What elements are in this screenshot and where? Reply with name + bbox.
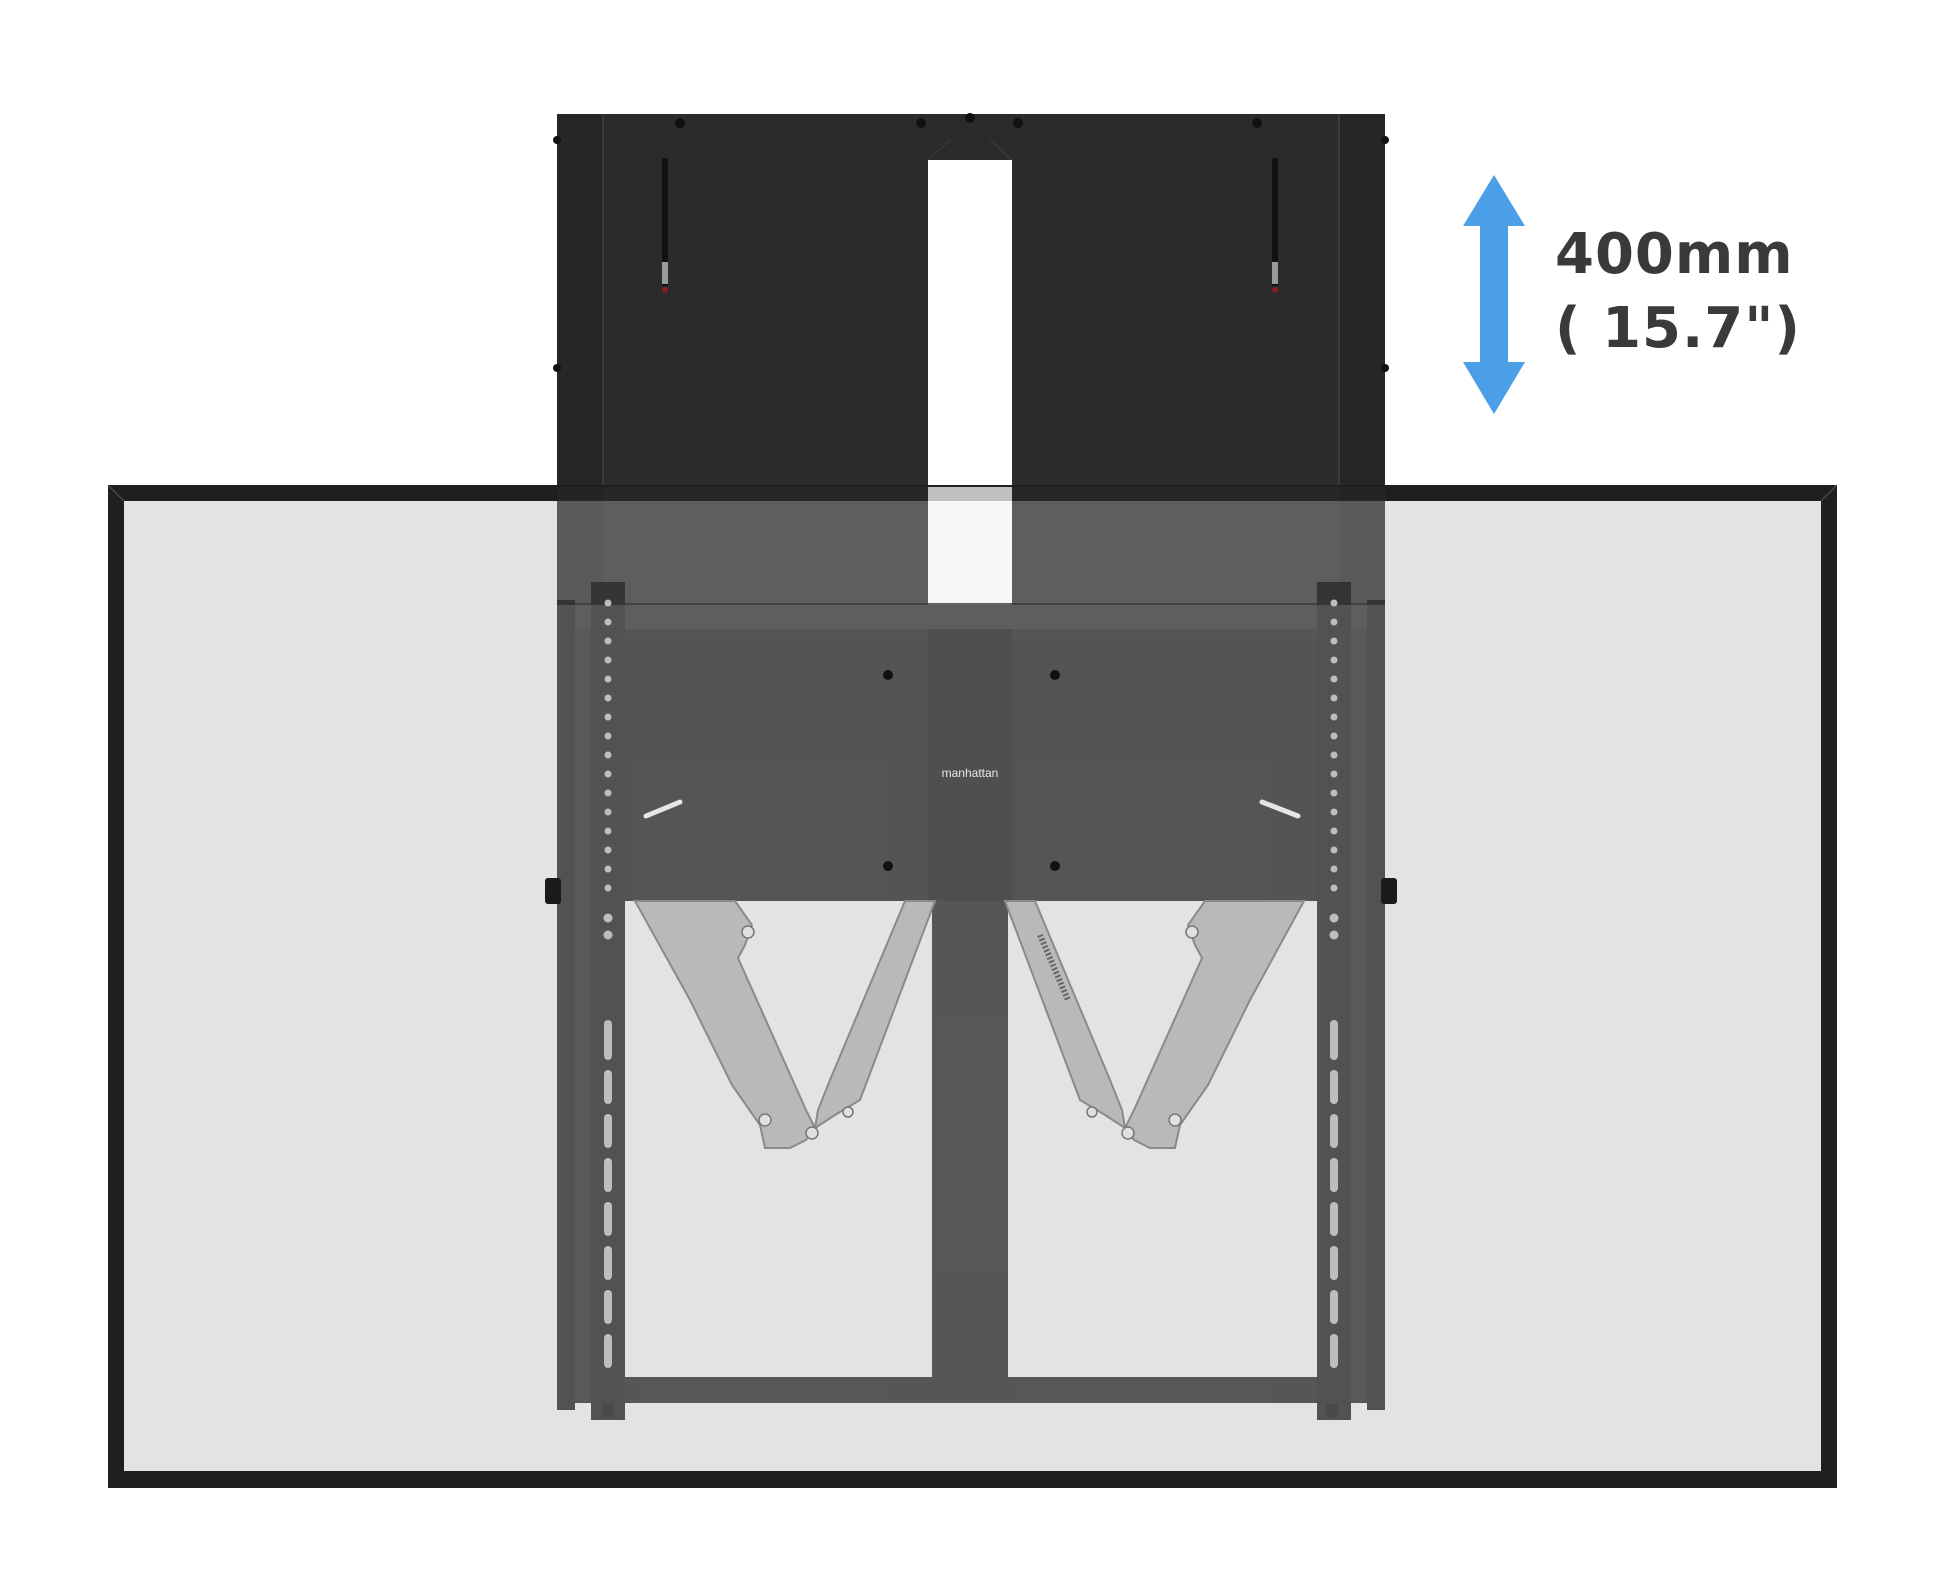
side-knobs	[545, 878, 1397, 904]
carriage-screws	[883, 670, 1060, 871]
rail-slots	[604, 1020, 1338, 1368]
rail-holes	[603, 599, 1339, 940]
brand-logo: manhattan	[942, 766, 999, 780]
lift-travel-inches: ( 15.7")	[1555, 296, 1802, 361]
arm-pivots	[741, 925, 1199, 1140]
mount-behind-screen	[557, 487, 1385, 605]
wall-plate-upper	[553, 113, 1389, 487]
tilt-slots	[643, 799, 1301, 819]
mount-frame	[557, 582, 1385, 1420]
scissor-arms	[633, 900, 1306, 1149]
rail-feet	[602, 1404, 1338, 1418]
double-arrow-icon	[1463, 175, 1525, 414]
lift-travel-mm: 400mm	[1555, 222, 1794, 287]
